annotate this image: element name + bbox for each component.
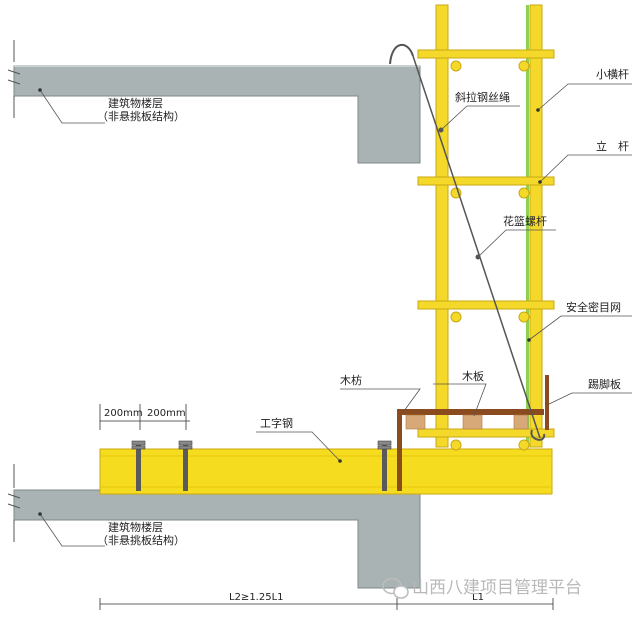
dimension-lengths: L2≥1.25L1 L1 — [99, 592, 554, 610]
anchor-bolt — [131, 440, 146, 491]
timber-and-plank — [397, 409, 544, 491]
annotation-small-crossbar: 小横杆 — [536, 67, 632, 112]
anchor-bolts — [131, 440, 392, 491]
floor-slab-top — [7, 40, 421, 164]
scaffold-crossbars — [417, 49, 555, 438]
wechat-icon — [382, 577, 409, 599]
label-timber: 木枋 — [340, 373, 362, 387]
label-small-crossbar: 小横杆 — [596, 67, 629, 81]
annotation-plank: 木板 — [433, 369, 487, 417]
label-wire-rope: 斜拉钢丝绳 — [455, 90, 510, 104]
label-safety-net: 安全密目网 — [566, 300, 621, 314]
dimension-l1: L1 — [472, 592, 484, 603]
label-toe-board: 踢脚板 — [588, 377, 621, 391]
label-floor-top-line2: （非悬挑板结构） — [97, 109, 185, 123]
watermark-text: 山西八建项目管理平台 — [412, 578, 582, 598]
annotation-floor-top: 建筑物楼层 （非悬挑板结构） — [38, 88, 185, 124]
annotation-timber: 木枋 — [340, 373, 421, 412]
dimension-l2: L2≥1.25L1 — [229, 592, 284, 603]
i-beam — [99, 448, 553, 495]
dimension-bolt-spacing: 200mm 200mm — [99, 404, 190, 430]
dimension-spacing-1: 200mm — [104, 408, 143, 419]
toe-board — [545, 375, 549, 430]
annotation-wire-rope: 斜拉钢丝绳 — [440, 90, 520, 131]
annotation-i-beam: 工字钢 — [256, 416, 342, 463]
annotation-toe-board: 踢脚板 — [546, 377, 632, 406]
safety-net — [526, 5, 529, 443]
label-turnbuckle: 花篮螺杆 — [503, 214, 547, 228]
label-floor-top-line1: 建筑物楼层 — [108, 96, 163, 110]
annotation-safety-net: 安全密目网 — [527, 300, 632, 342]
label-i-beam: 工字钢 — [260, 416, 293, 430]
anchor-bolt — [377, 440, 392, 491]
annotation-upright: 立 杆 — [538, 139, 632, 184]
label-upright: 立 杆 — [596, 139, 629, 153]
anchor-bolt — [178, 440, 193, 491]
annotation-floor-bottom: 建筑物楼层 （非悬挑板结构） — [38, 512, 185, 547]
label-floor-bottom-line2: （非悬挑板结构） — [97, 533, 185, 547]
watermark: 山西八建项目管理平台 — [382, 577, 582, 599]
annotation-turnbuckle: 花篮螺杆 — [477, 214, 556, 258]
scaffold-tube-ends — [450, 60, 530, 451]
dimension-spacing-2: 200mm — [147, 408, 186, 419]
label-plank: 木板 — [462, 369, 484, 383]
label-floor-bottom-line1: 建筑物楼层 — [108, 520, 163, 534]
